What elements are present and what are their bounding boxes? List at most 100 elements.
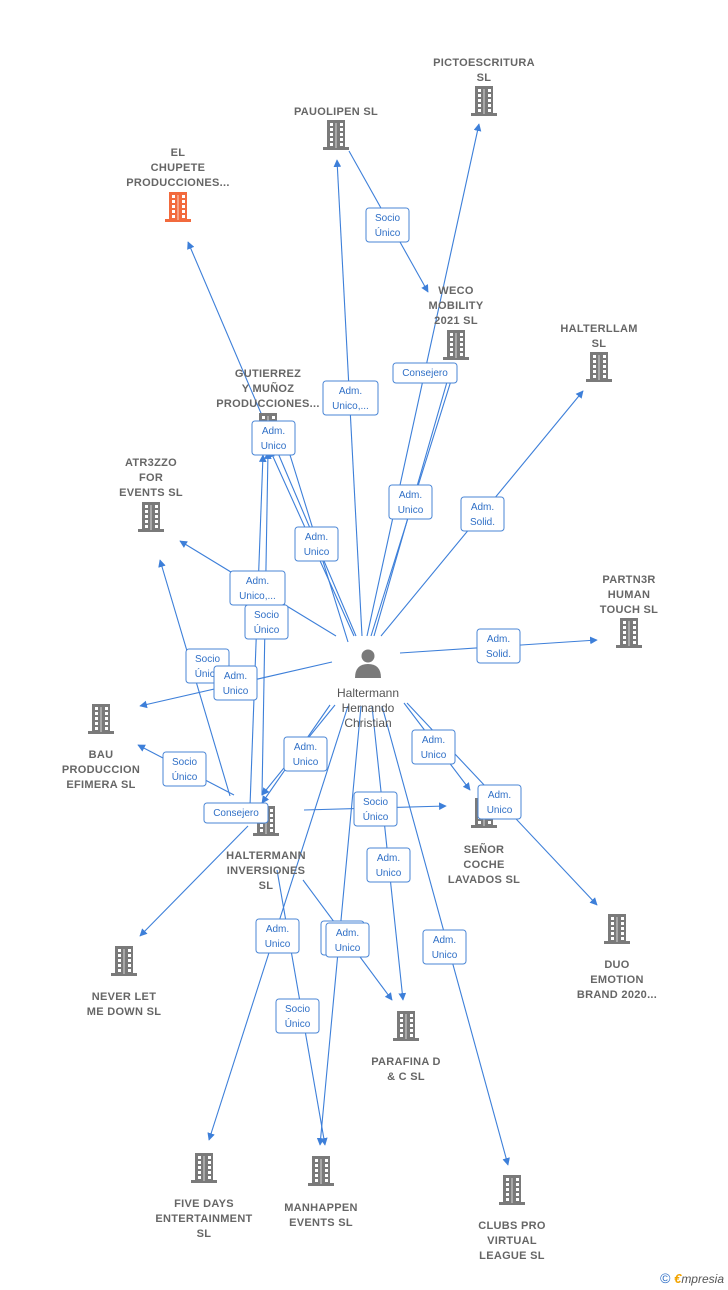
company-label: MOBILITY xyxy=(429,300,484,312)
company-label: TOUCH SL xyxy=(600,604,658,616)
building-icon xyxy=(165,192,191,222)
company-label: EFIMERA SL xyxy=(66,779,135,791)
building-icon xyxy=(616,618,642,648)
relation-label-r5[interactable]: Adm. Unico xyxy=(251,420,296,456)
person-label: Hernando xyxy=(342,701,395,715)
relation-label-r14[interactable]: Adm.Unico xyxy=(283,736,328,772)
relation-text: Consejero xyxy=(213,808,259,819)
building-icon xyxy=(443,330,469,360)
relation-label-r2[interactable]: Consejero xyxy=(392,362,458,384)
company-label: LEAGUE SL xyxy=(479,1250,545,1262)
relation-label-r7[interactable]: Adm.Unico xyxy=(294,526,339,562)
company-label: HALTERLLAM xyxy=(560,323,637,335)
building-icon xyxy=(586,352,612,382)
relation-label-r17[interactable]: Consejero xyxy=(203,802,269,824)
relation-label-r24[interactable]: Adm.Unico xyxy=(325,922,370,958)
company-label: WECO xyxy=(438,285,474,297)
relation-text: Unico xyxy=(432,950,458,961)
company-label: SL xyxy=(477,72,492,84)
relation-label-r3[interactable]: Adm.Unico,... xyxy=(322,380,379,416)
company-label: PICTOESCRITURA xyxy=(433,57,535,69)
company-label: PAUOLIPEN SL xyxy=(294,106,378,118)
nodes-layer: PICTOESCRITURA SL PAUOLIPEN SL EL CHUPETE PRO… xyxy=(62,57,658,1262)
relation-text: Único xyxy=(254,623,280,636)
company-label: HALTERMANN xyxy=(226,850,306,862)
relation-label-r15[interactable]: Adm.Unico xyxy=(411,729,456,765)
company-label: SEÑOR xyxy=(464,843,505,856)
person-label: Haltermann xyxy=(337,686,399,700)
relation-label-r4[interactable]: Adm.Unico xyxy=(388,484,433,520)
relation-text: Unico xyxy=(293,757,319,768)
relation-text: Adm. xyxy=(422,735,445,746)
brand-logo-initial: € xyxy=(674,1271,682,1286)
company-label: PRODUCCIONES... xyxy=(126,177,230,189)
company-label: EL xyxy=(171,147,186,159)
relation-text: Unico xyxy=(376,868,402,879)
company-node-paulipen[interactable]: PAUOLIPEN SL xyxy=(294,106,378,150)
relation-label-r10[interactable]: Adm.Solid. xyxy=(476,628,521,664)
relation-text: Socio xyxy=(375,213,400,224)
relation-label-r6[interactable]: Adm.Solid. xyxy=(460,496,505,532)
company-label: FOR xyxy=(139,472,163,484)
relation-label-r20[interactable]: Adm.Unico xyxy=(255,918,300,954)
relation-text: Unico xyxy=(398,505,424,516)
building-icon xyxy=(111,946,137,976)
relation-text: Adm. xyxy=(487,634,510,645)
relation-label-r16[interactable]: Adm.Unico xyxy=(477,784,522,820)
relation-text: Único xyxy=(285,1017,311,1030)
company-label: PRODUCCION xyxy=(62,764,140,776)
company-node-parafina[interactable]: PARAFINA D& C SL xyxy=(371,1011,441,1083)
company-label: BRAND 2020... xyxy=(577,989,657,1001)
company-label: INVERSIONES xyxy=(227,865,306,877)
relation-text: Unico xyxy=(223,686,249,697)
relation-text: Adm. xyxy=(262,426,285,437)
relation-text: Unico xyxy=(335,943,361,954)
company-label: DUO xyxy=(604,959,629,971)
relation-edge xyxy=(139,825,249,937)
company-label: SL xyxy=(259,880,274,892)
relation-label-r12[interactable]: Adm.Unico xyxy=(213,665,258,701)
building-icon xyxy=(323,120,349,150)
relation-text: Único xyxy=(172,770,198,783)
relation-text: Adm. xyxy=(266,924,289,935)
company-node-el-chupete[interactable]: EL CHUPETE PRODUCCIONES... xyxy=(126,147,230,222)
company-label: CLUBS PRO xyxy=(478,1220,546,1232)
edges-layer xyxy=(137,123,598,1166)
relation-text: Adm. xyxy=(246,576,269,587)
company-node-halterllam[interactable]: HALTERLLAM SL xyxy=(560,323,637,382)
company-label: GUTIERREZ xyxy=(235,368,301,380)
company-label: ENTERTAINMENT xyxy=(155,1213,252,1225)
relation-label-r22[interactable]: Adm. Unico xyxy=(422,929,467,965)
relation-text: Socio xyxy=(254,610,279,621)
company-label: CHUPETE xyxy=(151,162,206,174)
copyright-icon: © xyxy=(660,1270,671,1286)
company-label: HUMAN xyxy=(608,589,650,601)
relation-text: Socio xyxy=(172,757,197,768)
relation-text: Adm. xyxy=(433,935,456,946)
company-node-pictoescritura[interactable]: PICTOESCRITURA SL xyxy=(433,57,535,116)
company-label: FIVE DAYS xyxy=(174,1198,234,1210)
company-label: ME DOWN SL xyxy=(87,1006,162,1018)
company-label: LAVADOS SL xyxy=(448,874,520,886)
relation-label-r19[interactable]: Adm.Unico xyxy=(366,847,411,883)
relation-label-r8[interactable]: Adm. Unico,... xyxy=(229,570,286,606)
building-icon xyxy=(499,1175,525,1205)
relation-text: Unico xyxy=(261,441,287,452)
company-label: SL xyxy=(592,338,607,350)
relation-text: Unico,... xyxy=(239,591,276,602)
